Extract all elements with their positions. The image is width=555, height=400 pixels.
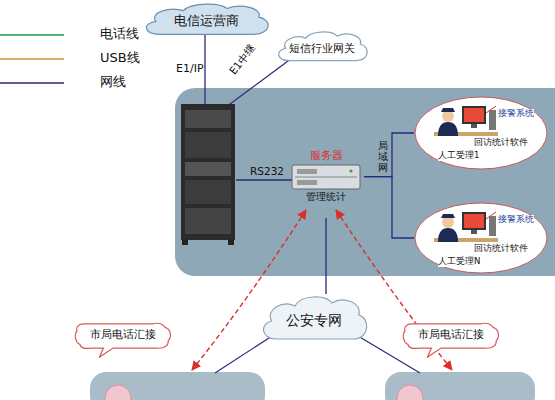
monitor-screen — [464, 108, 484, 122]
ellipse-outline — [415, 203, 547, 273]
cloud-path — [146, 4, 268, 34]
workstation-label: 接警系统 — [498, 215, 534, 225]
callout-path — [403, 323, 498, 357]
workstation-node: 接警系统回访统计软件人工受理N — [414, 202, 548, 274]
rack-shelf — [185, 110, 231, 128]
pc-tower — [489, 110, 496, 130]
cloud-node: 短信行业网关 — [274, 30, 370, 64]
server-bay — [297, 180, 317, 185]
rack-shelf — [185, 180, 231, 204]
cloud-node: 公安专网 — [258, 294, 370, 344]
ellipse-outline — [415, 97, 547, 169]
server-illustration — [291, 163, 361, 191]
callout-node: 市局电话汇接 — [74, 322, 172, 358]
legend-line — [0, 34, 64, 36]
monitor-screen — [464, 214, 484, 228]
network-connector — [364, 177, 414, 238]
workstation-figure — [434, 106, 498, 136]
rack-body — [181, 104, 235, 240]
legend-text: 电话线 — [100, 27, 139, 42]
legend-line — [0, 58, 64, 60]
cloud-node: 电信运营商 — [140, 2, 272, 38]
line-label: E1中继 — [226, 41, 258, 78]
server-caption: 管理统计 — [304, 191, 348, 203]
workstation-figure — [434, 212, 498, 242]
network-connector — [364, 133, 414, 177]
server-node: 服务器管理统计 — [288, 150, 364, 218]
operator-cap — [441, 108, 455, 112]
pc-tower — [489, 216, 496, 236]
workstation-ellipse — [414, 202, 548, 274]
monitor — [462, 106, 486, 124]
workstation-ellipse — [414, 96, 548, 170]
workstation-label: 人工受理1 — [438, 151, 479, 161]
legend-text: USB线 — [100, 51, 140, 66]
bottom-panel — [385, 372, 535, 400]
legend-text: 网线 — [100, 75, 126, 90]
rs232-line — [236, 179, 292, 180]
callout-node: 市局电话汇接 — [402, 322, 500, 358]
server-led — [349, 169, 352, 172]
network-connector — [325, 218, 326, 294]
callout-path — [75, 323, 170, 357]
net-line — [215, 336, 272, 373]
monitor — [462, 212, 486, 230]
server-rack — [181, 104, 235, 245]
region-panel — [175, 88, 555, 276]
monitor-stand — [471, 230, 477, 234]
node-label: 市局电话汇接 — [90, 328, 156, 340]
workstation-label: 接警系统 — [498, 109, 534, 119]
node-label: 短信行业网关 — [289, 42, 355, 54]
e1-line — [204, 30, 205, 106]
operator-body — [438, 228, 458, 242]
bottom-panel — [90, 372, 265, 400]
line-label: RS232 — [250, 165, 284, 177]
rack-leg — [182, 240, 188, 245]
rack-shelf — [185, 208, 231, 234]
server-title: 服务器 — [310, 150, 343, 163]
server-bay — [295, 176, 357, 177]
workstation-label: 回访统计软件 — [474, 138, 528, 148]
operator-cap — [441, 214, 455, 218]
monitor-stand — [471, 124, 477, 128]
server-bay — [297, 169, 317, 174]
leader-arrow — [486, 212, 496, 219]
rack-shelf — [185, 162, 231, 176]
line-label: 局域网 — [378, 140, 388, 173]
node-label: 公安专网 — [286, 312, 342, 328]
node-label: 市局电话汇接 — [418, 328, 484, 340]
operator-body — [438, 122, 458, 136]
rack-shelf — [185, 132, 231, 158]
leader-arrow — [486, 106, 496, 113]
workstation-label: 人工受理N — [438, 257, 480, 267]
rack-leg — [228, 240, 234, 245]
cloud-path — [279, 32, 368, 61]
bottom-icon — [397, 385, 423, 400]
legend-line — [0, 82, 64, 84]
node-label: 电信运营商 — [174, 14, 239, 29]
server-body — [292, 165, 360, 189]
bottom-icon — [105, 385, 131, 400]
workstation-node: 接警系统回访统计软件人工受理1 — [414, 96, 548, 170]
workstation-label: 回访统计软件 — [474, 244, 528, 254]
dashed-arrow — [192, 210, 306, 370]
cloud-path — [263, 297, 366, 339]
server-icon — [291, 163, 361, 191]
line-label: E1/IP — [176, 63, 204, 76]
